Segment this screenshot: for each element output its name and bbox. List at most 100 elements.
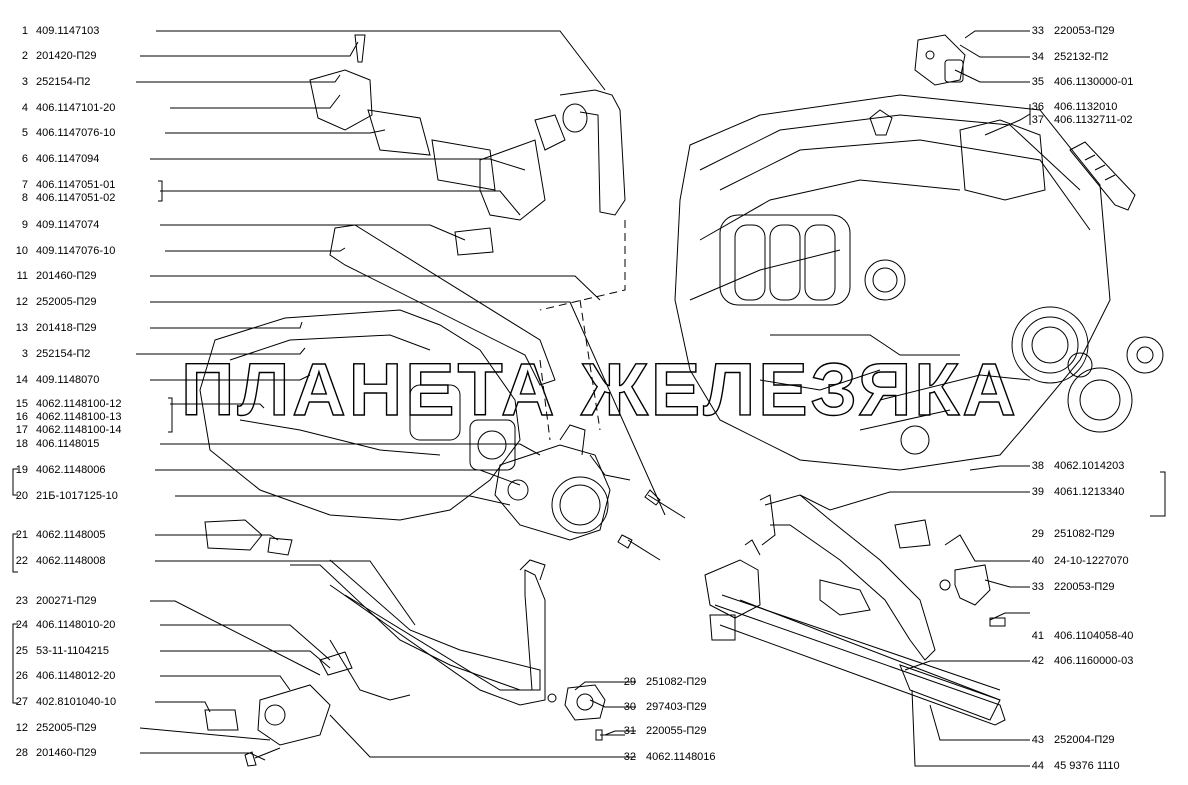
label-item: 35 406.1130000-01 xyxy=(1024,76,1134,89)
label-code: 4061.1213340 xyxy=(1054,486,1125,498)
label-number: 2 xyxy=(21,50,28,62)
label-number: 27 xyxy=(15,696,28,708)
label-code: 251082-П29 xyxy=(1054,528,1115,540)
label-code: 406.1148010-20 xyxy=(36,619,116,631)
label-number: 28 xyxy=(15,747,28,759)
label-item: 41 406.1104058-40 xyxy=(1024,630,1134,643)
leader-lines-center xyxy=(329,681,636,758)
label-number: 26 xyxy=(15,670,28,682)
label-code: 220055-П29 xyxy=(646,725,707,737)
label-code: 252154-П2 xyxy=(36,348,91,360)
label-number: 36 xyxy=(1031,101,1044,113)
label-number: 18 xyxy=(15,438,28,450)
label-number: 22 xyxy=(15,555,28,567)
label-code: 201418-П29 xyxy=(36,322,97,334)
label-number: 20 xyxy=(15,490,28,502)
label-code: 406.1104058-40 xyxy=(1054,630,1134,642)
bracket-groups xyxy=(12,104,1166,704)
label-number: 35 xyxy=(1031,76,1044,88)
label-code: 4062.1148006 xyxy=(36,464,106,476)
label-number: 32 xyxy=(623,751,636,763)
label-code: 4062.1148100-13 xyxy=(36,411,122,423)
intake-manifold xyxy=(199,309,521,521)
label-number: 17 xyxy=(15,424,28,436)
label-code: 406.1147076-10 xyxy=(36,127,116,139)
label-number: 38 xyxy=(1031,460,1044,472)
label-number: 10 xyxy=(15,245,28,257)
label-number: 29 xyxy=(623,676,636,688)
label-number: 12 xyxy=(15,722,28,734)
label-item: 37 406.1132711-02 xyxy=(1024,114,1133,127)
label-code: 201460-П29 xyxy=(36,270,97,282)
label-code: 53-11-1104215 xyxy=(36,645,109,657)
label-code: 252154-П2 xyxy=(36,76,91,88)
label-item: 13 201418-П29 xyxy=(0,322,97,335)
engine-assembly xyxy=(674,94,1164,471)
label-item: 29 251082-П29 xyxy=(616,676,707,689)
bolts xyxy=(244,489,686,767)
label-code: 406.1130000-01 xyxy=(1054,76,1134,88)
label-code: 4062.1148100-12 xyxy=(36,398,122,410)
label-code: 409.1147076-10 xyxy=(36,245,116,257)
label-number: 13 xyxy=(15,322,28,334)
leader-lines-left xyxy=(136,30,666,761)
label-code: 21Б-1017125-10 xyxy=(36,490,118,502)
label-number: 37 xyxy=(1031,114,1044,126)
label-item: 39 4061.1213340 xyxy=(1024,486,1125,499)
label-code: 252132-П2 xyxy=(1054,51,1109,63)
label-code: 402.8101040-10 xyxy=(36,696,117,708)
label-item: 10 409.1147076-10 xyxy=(0,245,116,258)
label-number: 39 xyxy=(1031,486,1044,498)
label-code: 220053-П29 xyxy=(1054,581,1115,593)
label-item: 15 4062.1148100-12 xyxy=(0,398,122,411)
label-number: 23 xyxy=(15,595,28,607)
throttle-body xyxy=(494,424,631,541)
label-number: 3 xyxy=(21,76,28,88)
label-code: 220053-П29 xyxy=(1054,25,1115,37)
label-number: 9 xyxy=(21,219,28,231)
label-item: 2 201420-П29 xyxy=(0,50,97,63)
label-number: 24 xyxy=(15,619,28,631)
label-code: 201420-П29 xyxy=(36,50,97,62)
label-item: 32 4062.1148016 xyxy=(616,751,716,764)
label-number: 31 xyxy=(623,725,636,737)
label-number: 25 xyxy=(15,645,28,657)
label-number: 19 xyxy=(15,464,28,476)
label-item: 3 252154-П2 xyxy=(0,76,91,89)
label-number: 34 xyxy=(1031,51,1044,63)
label-number: 15 xyxy=(15,398,28,410)
label-number: 16 xyxy=(15,411,28,423)
label-number: 8 xyxy=(21,192,28,204)
label-code: 406.1132711-02 xyxy=(1054,114,1133,126)
sensor-part xyxy=(914,34,966,86)
label-number: 1 xyxy=(21,25,28,37)
label-number: 7 xyxy=(21,179,28,191)
label-number: 41 xyxy=(1031,630,1044,642)
label-code: 251082-П29 xyxy=(646,676,707,688)
label-code: 252004-П29 xyxy=(1054,734,1115,746)
label-item: 25 53-11-1104215 xyxy=(0,645,109,658)
dashed-connectors xyxy=(539,220,626,441)
label-code: 409.1147074 xyxy=(36,219,100,231)
label-number: 30 xyxy=(623,701,636,713)
hose-assembly-lower xyxy=(204,519,546,746)
hose-assembly-upper xyxy=(309,34,626,386)
label-code: 4062.1148016 xyxy=(646,751,716,763)
